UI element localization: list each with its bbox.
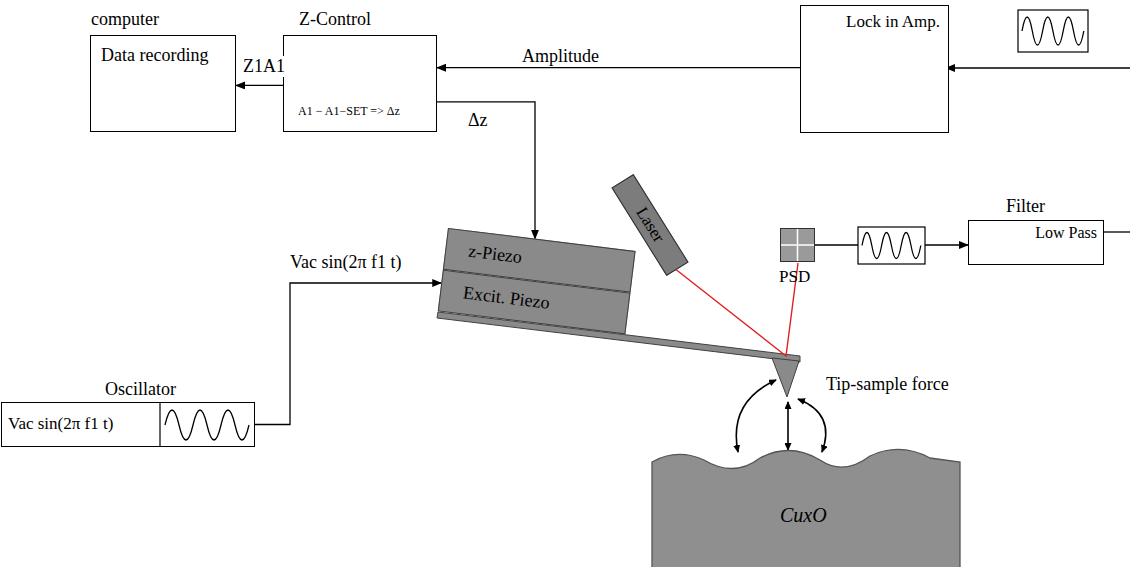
oscillator-box: OscillatorVac sin(2π f1 t) xyxy=(1,402,255,447)
tip xyxy=(772,358,799,397)
signal-box xyxy=(1018,10,1088,52)
edge-label: Amplitude xyxy=(520,46,601,67)
node-text: Data recording xyxy=(91,36,235,75)
signal-connector xyxy=(437,102,535,239)
node-text: Low Pass xyxy=(969,221,1103,242)
signal-connector xyxy=(255,283,441,425)
node-text: CuxO xyxy=(780,504,827,527)
sine-wave xyxy=(862,233,921,259)
control-box: Z-ControlA1 − A1−SET => Δz xyxy=(283,35,437,132)
psd-quadrants xyxy=(781,229,814,261)
signal-box xyxy=(858,227,925,264)
filter-box: FilterLow Pass xyxy=(968,220,1104,265)
computer-box: computerData recording xyxy=(90,35,236,132)
sample: CuxO xyxy=(652,448,960,567)
lockin-box: Lock in Amp. xyxy=(800,5,949,133)
force-arrow xyxy=(736,380,776,452)
node-heading: Z-Control xyxy=(299,9,371,30)
signal-connector xyxy=(437,67,800,68)
node-text: PSD xyxy=(779,267,810,287)
force-arrow xyxy=(798,399,826,452)
node-heading: computer xyxy=(91,9,159,30)
node-text: Lock in Amp. xyxy=(801,6,948,32)
node-text: Vac sin(2π f1 t) xyxy=(8,414,113,434)
signal-connector xyxy=(236,85,283,86)
signal-wire xyxy=(1100,231,1130,232)
node-text: A1 − A1−SET => Δz xyxy=(298,104,400,119)
annotation: Tip-sample force xyxy=(826,374,949,395)
sine-wave xyxy=(1022,17,1084,45)
force-arrow xyxy=(787,402,789,450)
edge-label: Z1A1 xyxy=(241,56,287,77)
edge-label: Vac sin(2π f1 t) xyxy=(288,252,404,273)
edge-label: Δz xyxy=(466,110,490,131)
node-heading: Oscillator xyxy=(105,379,176,400)
psd-detector: PSD xyxy=(780,228,815,262)
node-heading: Filter xyxy=(1006,196,1045,217)
signal-wire xyxy=(946,67,1130,68)
